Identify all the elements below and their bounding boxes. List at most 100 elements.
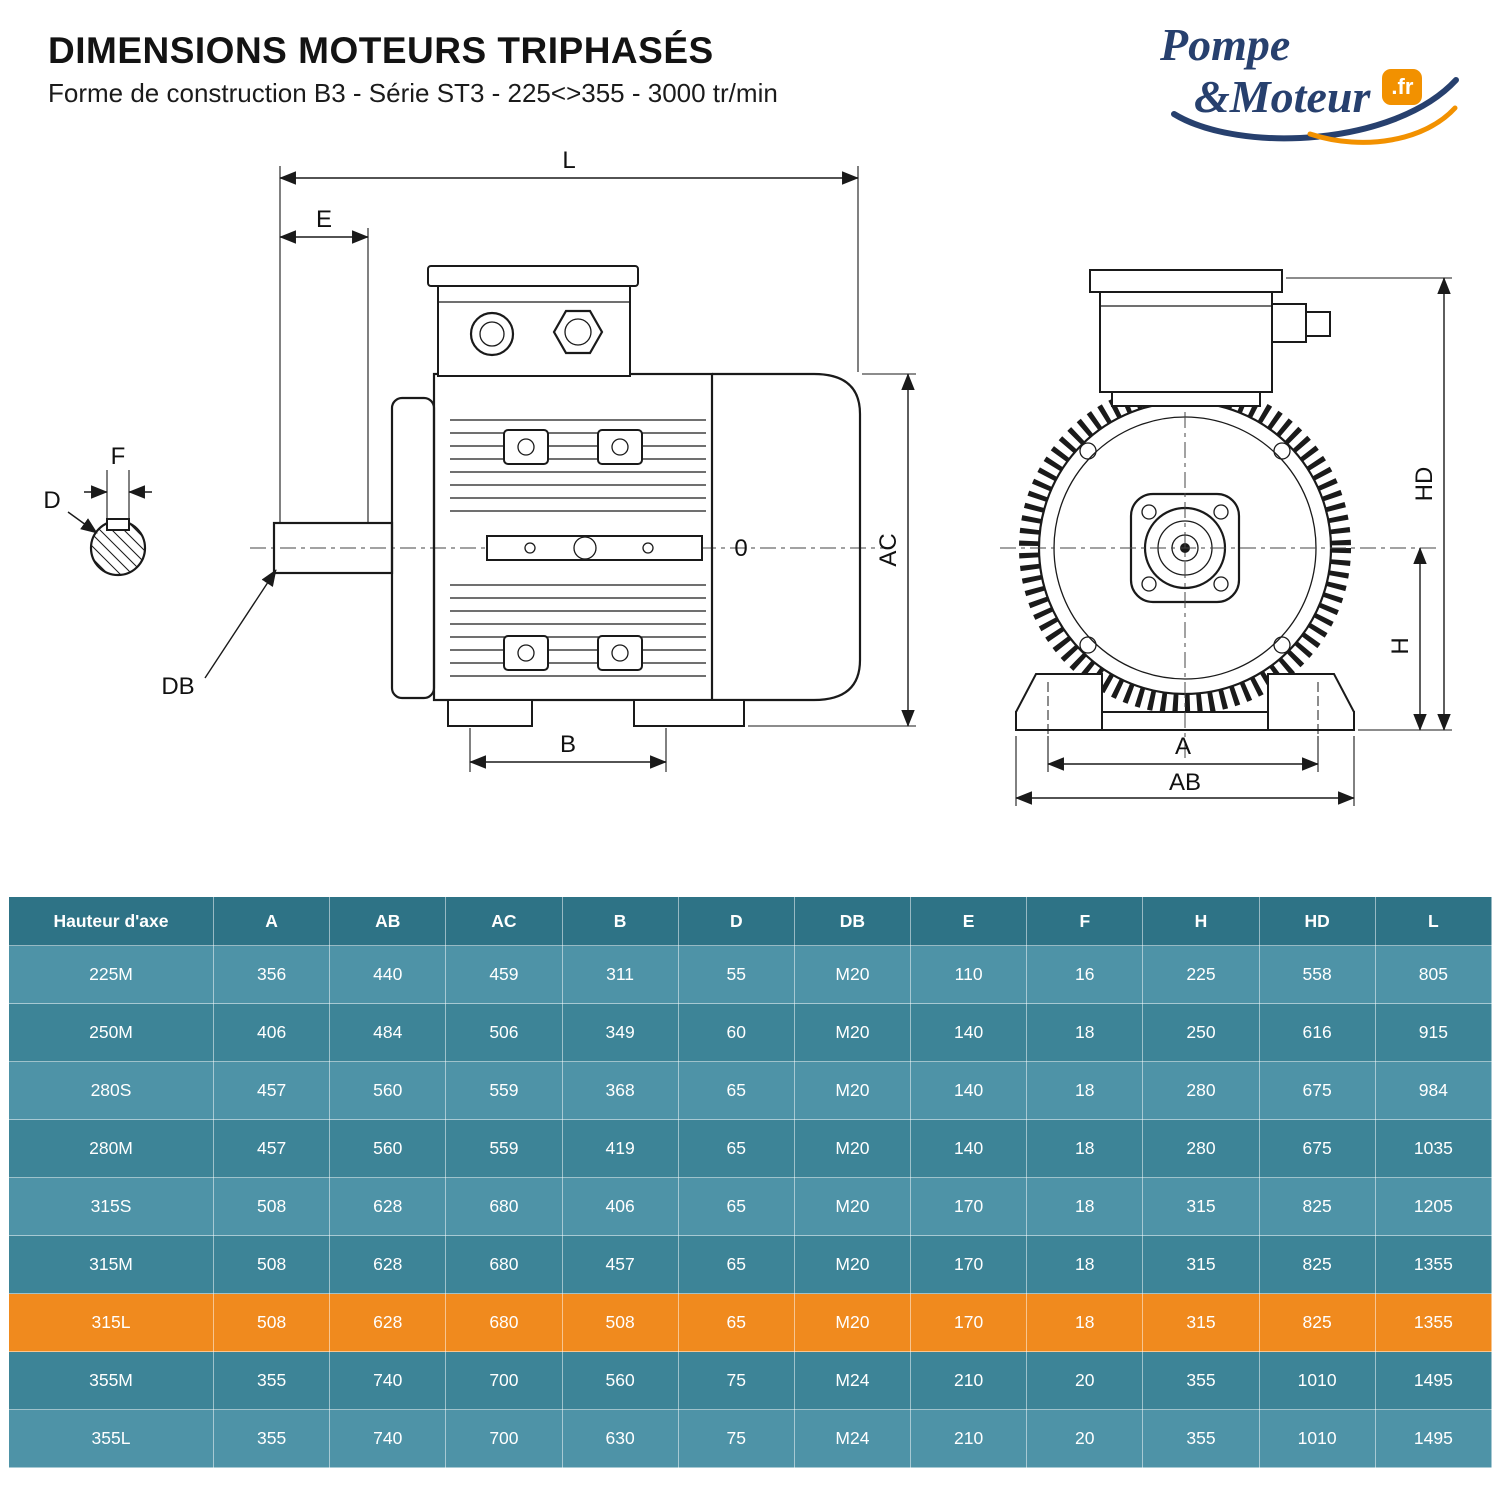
table-cell: 315 [1142,1235,1260,1294]
table-cell: 508 [561,1293,679,1352]
table-cell: 457 [212,1119,331,1178]
table-cell: 65 [677,1235,795,1294]
table-cell: 680 [445,1177,563,1236]
table-cell: 311 [561,945,679,1004]
table-cell: M20 [793,1003,912,1062]
table-cell: 140 [910,1061,1028,1120]
dim-label-F: F [111,443,126,470]
dim-label-H: H [1387,637,1414,654]
table-cell: 700 [445,1351,563,1410]
table-cell: 506 [445,1003,563,1062]
logo-tld-badge: .fr [1382,68,1423,106]
table-cell: 484 [329,1003,447,1062]
table-cell: 675 [1258,1119,1376,1178]
column-header-hauteur-d-axe: Hauteur d'axe [8,896,214,946]
table-cell: 140 [910,1119,1028,1178]
logo-word1: Pompe [1160,21,1470,69]
column-header-l: L [1374,896,1493,946]
table-cell: 65 [677,1119,795,1178]
table-cell: 65 [677,1293,795,1352]
table-cell: 984 [1374,1061,1493,1120]
table-cell: 210 [910,1409,1028,1468]
table-cell: 75 [677,1351,795,1410]
table-cell: 355 [1142,1351,1260,1410]
table-cell: 18 [1026,1061,1144,1120]
table-cell: 1205 [1374,1177,1493,1236]
table-cell: 315 [1142,1293,1260,1352]
table-cell: 675 [1258,1061,1376,1120]
table-cell: M20 [793,1293,912,1352]
table-cell: 740 [329,1409,447,1468]
table-cell: M24 [793,1409,912,1468]
row-header: 355M [8,1351,214,1410]
column-header-a: A [212,896,331,946]
table-cell: 825 [1258,1177,1376,1236]
table-cell: 915 [1374,1003,1493,1062]
dim-label-DB: DB [161,673,194,700]
table-cell: M20 [793,1061,912,1120]
table-cell: 210 [910,1351,1028,1410]
table-cell: 559 [445,1061,563,1120]
row-header: 315M [8,1235,214,1294]
table-cell: 16 [1026,945,1144,1004]
column-header-h: H [1142,896,1260,946]
column-header-f: F [1026,896,1144,946]
table-cell: 1495 [1374,1351,1493,1410]
table-cell: 508 [212,1235,331,1294]
row-header: 250M [8,1003,214,1062]
table-cell: 508 [212,1293,331,1352]
table-cell: 1010 [1258,1409,1376,1468]
row-header: 280M [8,1119,214,1178]
table-cell: 628 [329,1293,447,1352]
table-cell: 368 [561,1061,679,1120]
dim-label-A: A [1175,733,1191,760]
dim-label-zero: 0 [734,535,747,562]
table-cell: 457 [561,1235,679,1294]
table-cell: 560 [329,1119,447,1178]
table-cell: 170 [910,1235,1028,1294]
table-cell: 20 [1026,1351,1144,1410]
table-cell: M20 [793,1235,912,1294]
dim-label-E: E [316,206,332,233]
table-cell: 355 [1142,1409,1260,1468]
table-cell: 349 [561,1003,679,1062]
row-header: 315S [8,1177,214,1236]
row-header: 280S [8,1061,214,1120]
column-header-e: E [910,896,1028,946]
side-view-drawing: 0 L E B AC DB [161,147,916,772]
table-cell: 558 [1258,945,1376,1004]
dim-label-L: L [562,147,575,174]
dim-label-B: B [560,731,576,758]
logo-word2: &Moteur .fr [1194,68,1470,122]
table-cell: 616 [1258,1003,1376,1062]
table-cell: 355 [212,1409,331,1468]
table-cell: 560 [561,1351,679,1410]
table-cell: 559 [445,1119,563,1178]
table-cell: 457 [212,1061,331,1120]
logo-swoosh [1171,77,1459,145]
table-cell: 825 [1258,1293,1376,1352]
table-cell: 20 [1026,1409,1144,1468]
dim-label-D: D [43,487,60,514]
table-cell: 1010 [1258,1351,1376,1410]
column-header-b: B [561,896,679,946]
table-cell: 440 [329,945,447,1004]
table-cell: 280 [1142,1061,1260,1120]
logo-word2-text: &Moteur [1194,70,1371,122]
table-cell: 18 [1026,1293,1144,1352]
logo: Pompe &Moteur .fr [1160,21,1470,162]
column-header-hd: HD [1258,896,1376,946]
table-cell: 406 [561,1177,679,1236]
table-cell: 18 [1026,1235,1144,1294]
table-cell: 1495 [1374,1409,1493,1468]
table-cell: 315 [1142,1177,1260,1236]
table-cell: 250 [1142,1003,1260,1062]
